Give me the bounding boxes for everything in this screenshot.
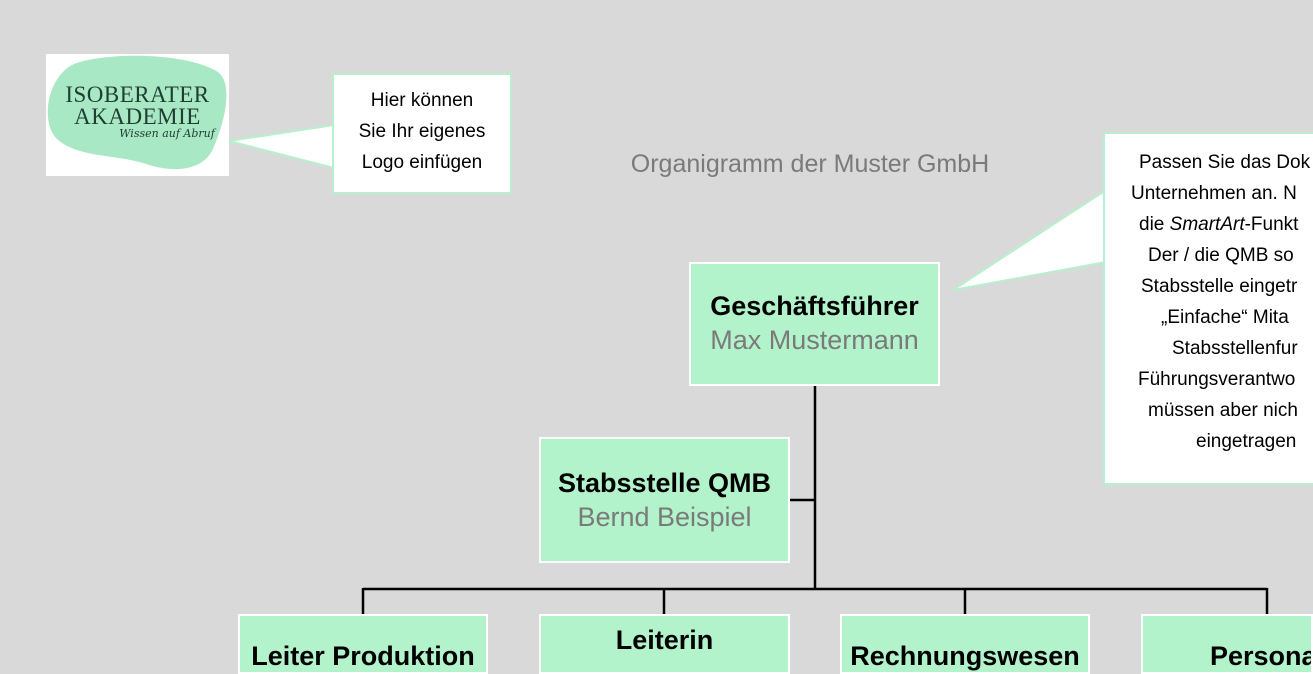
dept-accounting-role: Rechnungswesen [850, 641, 1080, 671]
smartart-hint-callout: Passen Sie das Dok Unternehmen an. N die… [1103, 132, 1313, 485]
smartart-hint-line10: eingetragen [1196, 431, 1297, 452]
org-node-staff-qmb[interactable]: Stabsstelle QMB Bernd Beispiel [539, 437, 790, 563]
smartart-hint-line2: Unternehmen an. N [1131, 183, 1297, 204]
company-logo: ISOBERATER AKADEMIE Wissen auf Abruf [46, 54, 229, 176]
dept-leiterin-role: Leiterin [615, 625, 714, 655]
org-node-ceo[interactable]: Geschäftsführer Max Mustermann [689, 262, 940, 386]
logo-hint-line1: Hier können [370, 90, 474, 111]
dept-personnel-role: Persona [1210, 641, 1313, 671]
smartart-hint-line3-pre: die [1139, 214, 1170, 235]
ceo-person: Max Mustermann [710, 325, 919, 355]
logo-hint-callout: Hier können Sie Ihr eigenes Logo einfüge… [332, 73, 512, 194]
smartart-hint-line3-em: SmartArt [1169, 214, 1245, 235]
logo-hint-line2: Sie Ihr eigenes [358, 121, 486, 142]
logo-text-line2: AKADEMIE [74, 104, 201, 129]
page-title: Organigramm der Muster GmbH [630, 150, 990, 178]
logo-text-line1: ISOBERATER [65, 82, 210, 107]
smartart-hint-line6: „Einfache“ Mita [1161, 307, 1289, 328]
smartart-hint-line7: Stabsstellenfur [1172, 338, 1298, 359]
smartart-hint-line1: Passen Sie das Dok [1139, 152, 1311, 173]
staff-person: Bernd Beispiel [577, 502, 752, 532]
logo-callout-pointer [228, 123, 335, 170]
ceo-role: Geschäftsführer [710, 291, 919, 321]
logo-hint-line3: Logo einfügen [361, 152, 483, 173]
smartart-hint-line9: müssen aber nich [1148, 400, 1298, 421]
smartart-hint-line3: die SmartArt-Funkt [1131, 209, 1313, 240]
smartart-hint-line8: Führungsverantwo [1138, 369, 1296, 390]
org-node-dept-leiterin[interactable]: Leiterin [539, 614, 790, 674]
org-node-dept-production[interactable]: Leiter Produktion [238, 614, 488, 674]
logo-blob-shape [47, 55, 227, 170]
logo-tagline: Wissen auf Abruf [119, 127, 215, 140]
smartart-hint-line4: Der / die QMB so [1148, 245, 1294, 266]
smartart-hint-line3-post: -Funkt [1244, 214, 1299, 235]
dept-production-role: Leiter Produktion [251, 641, 475, 671]
staff-role: Stabsstelle QMB [557, 468, 772, 498]
org-node-dept-personnel[interactable]: Persona [1141, 614, 1313, 674]
smartart-hint-line5: Stabsstelle eingetr [1141, 276, 1298, 297]
smartart-callout-pointer [952, 188, 1107, 291]
org-node-dept-accounting[interactable]: Rechnungswesen [840, 614, 1090, 674]
